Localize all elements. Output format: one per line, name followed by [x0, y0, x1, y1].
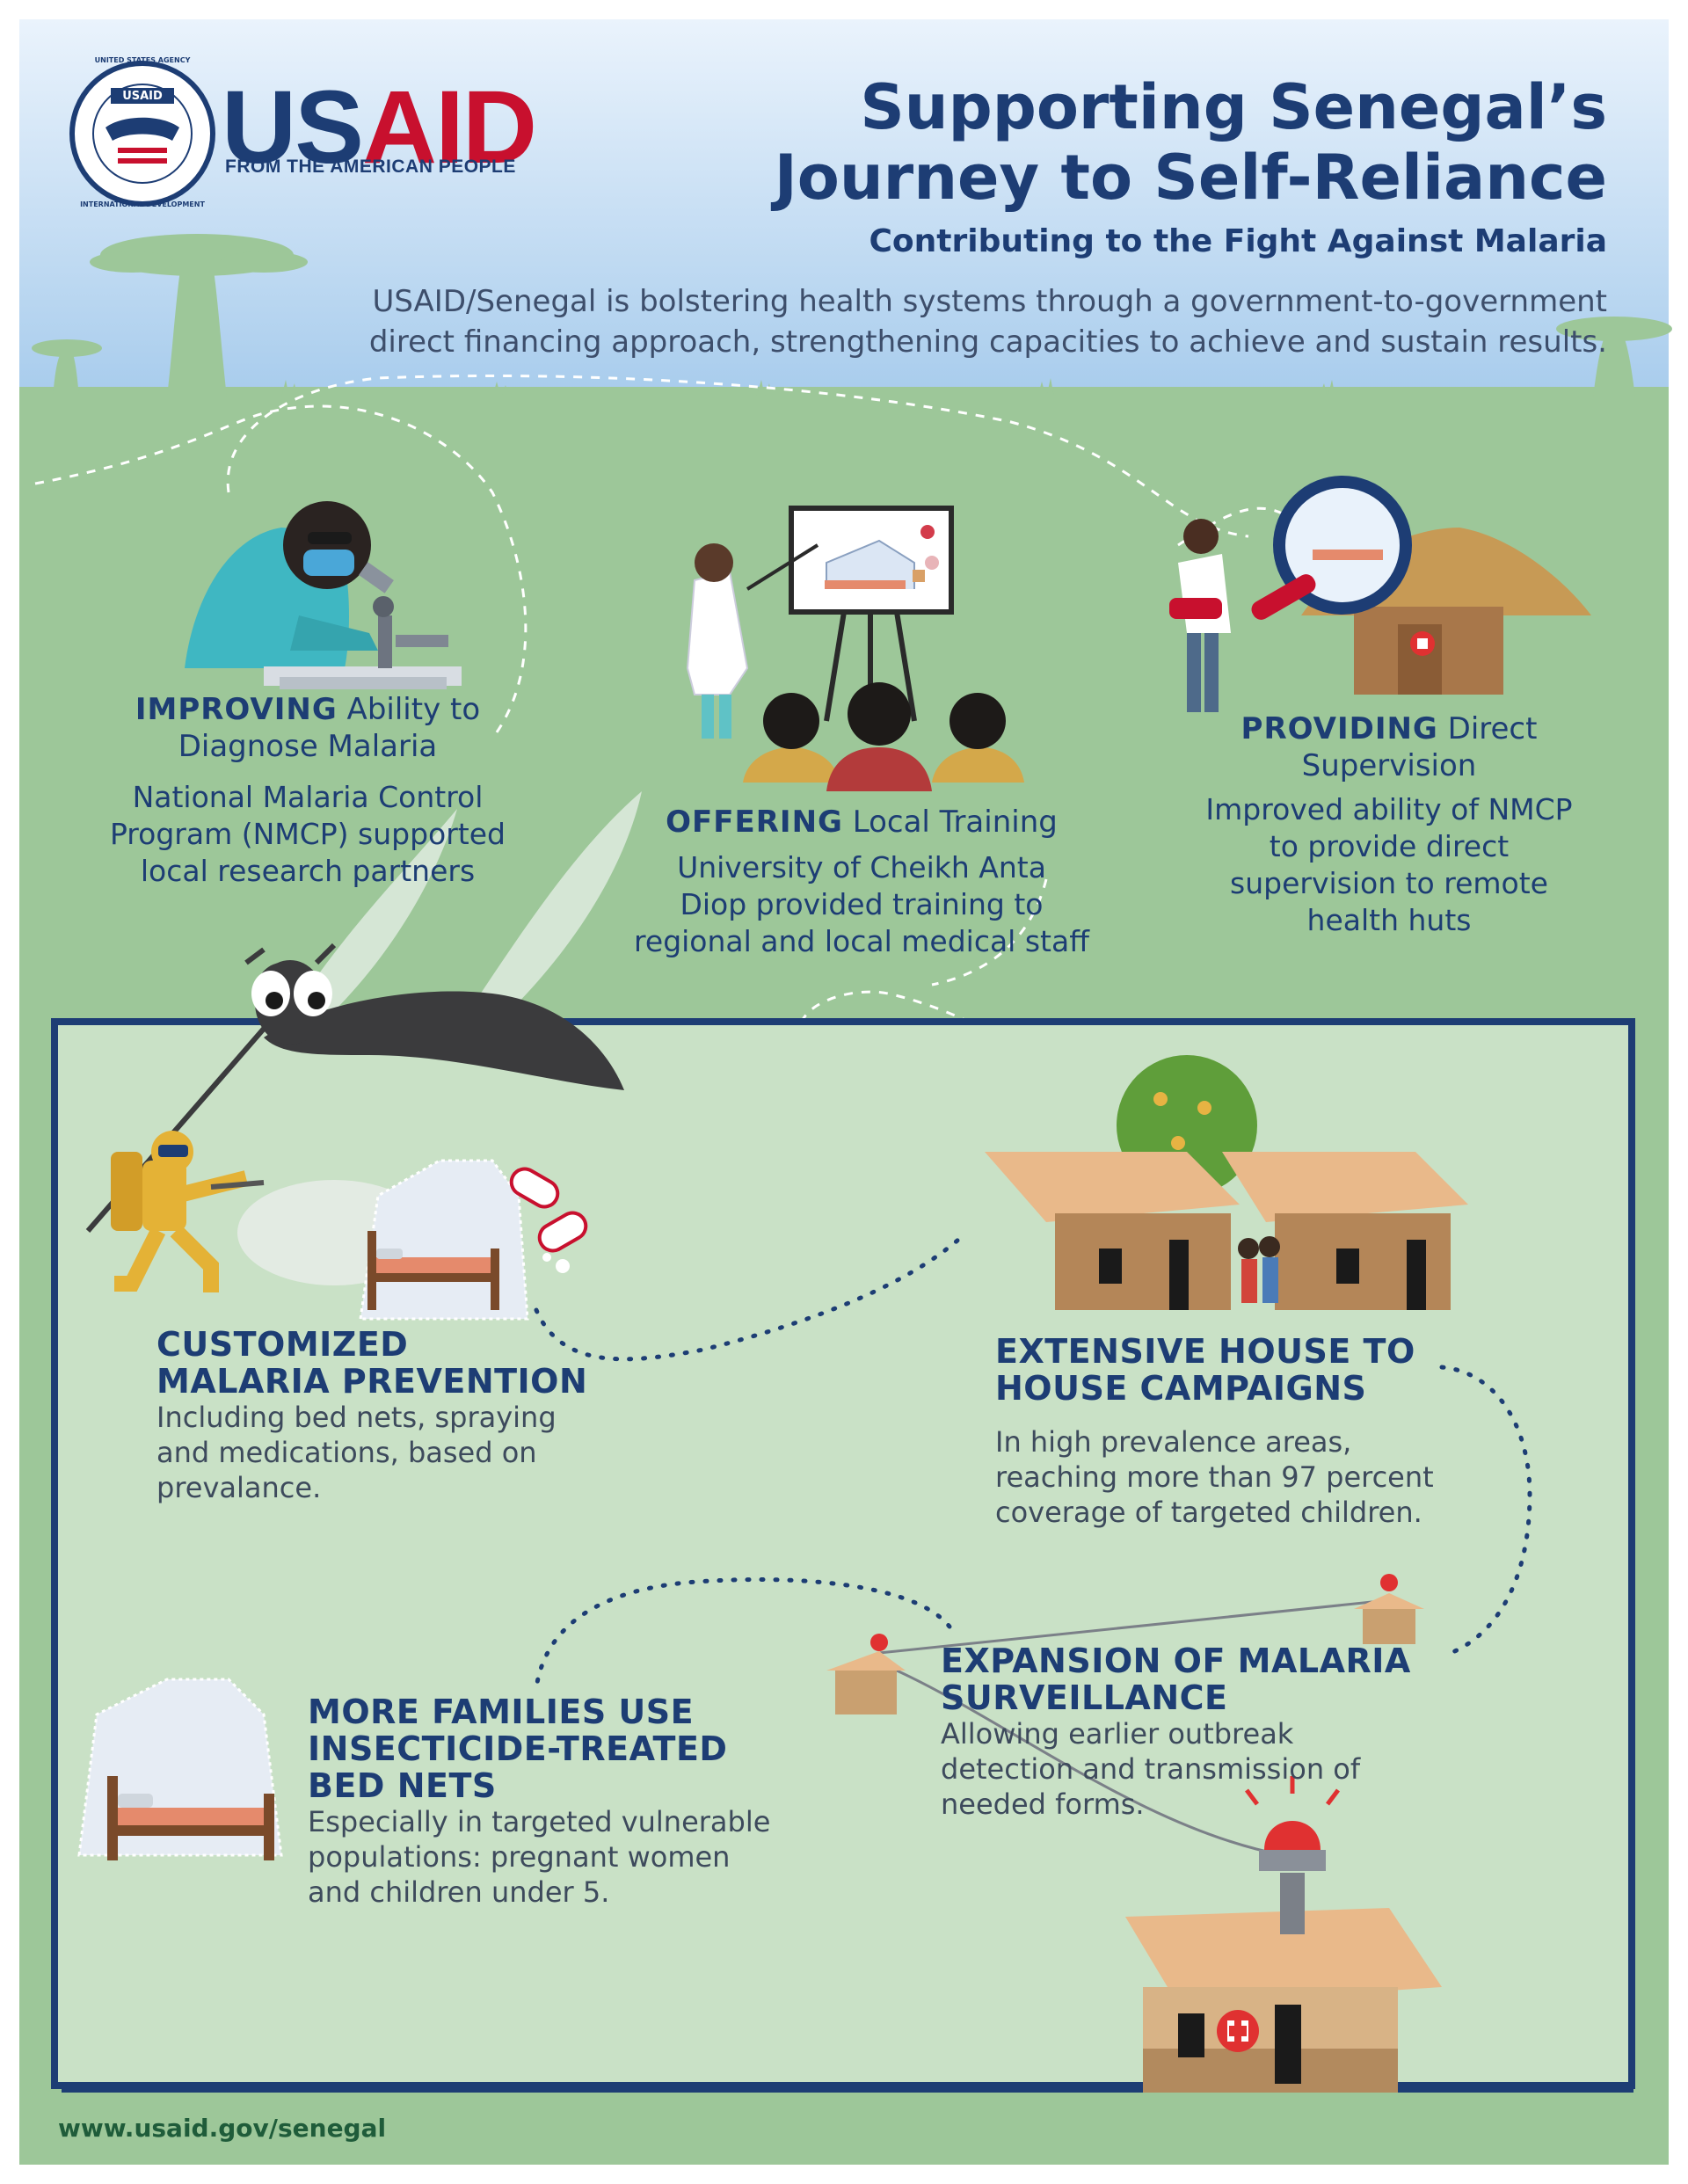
item-keyword: PROVIDING	[1241, 711, 1438, 746]
whiteboard-training-illustration	[686, 506, 1024, 791]
connector-dotted	[534, 1237, 961, 1362]
bed-net-icon	[359, 1159, 529, 1321]
seal-top-text: UNITED STATES AGENCY	[94, 56, 191, 64]
health-post-icon	[1125, 1776, 1442, 2093]
baobab-tree-icon	[1556, 317, 1672, 397]
connector-dotted	[1439, 1365, 1532, 1656]
usaid-seal-icon	[69, 61, 215, 207]
top-item-offering: OFFERING Local Training University of Ch…	[634, 804, 1089, 958]
panel-item-campaigns: EXTENSIVE HOUSE TO HOUSE CAMPAIGNS In hi…	[995, 1332, 1434, 1529]
microscope-scientist-illustration	[185, 501, 462, 689]
page-subtitle: Contributing to the Fight Against Malari…	[869, 223, 1608, 259]
flight-path-dashed	[34, 374, 1303, 1109]
seal-center-label: USAID	[122, 90, 163, 103]
mosquito-icon	[85, 943, 624, 1233]
logo-tagline: FROM THE AMERICAN PEOPLE	[225, 157, 516, 177]
sky-background	[19, 19, 1669, 406]
baobab-tree-icon	[32, 234, 308, 397]
panel-item-prevention: CUSTOMIZED MALARIA PREVENTION Including …	[156, 1325, 588, 1504]
supervision-illustration	[1169, 476, 1591, 712]
panel-item-bed-nets: MORE FAMILIES USE INSECTICIDE-TREATED BE…	[308, 1693, 771, 1909]
page-title: Supporting Senegal’s Journey to Self-Rel…	[774, 71, 1607, 214]
house-icon	[985, 1055, 1468, 1310]
logo-aid: AID	[361, 69, 537, 186]
footer-url-link[interactable]: www.usaid.gov/senegal	[58, 2114, 387, 2143]
intro-paragraph: USAID/Senegal is bolstering health syste…	[368, 284, 1607, 360]
seal-bottom-text: INTERNATIONAL DEVELOPMENT	[80, 200, 205, 208]
panel-item-surveillance: EXPANSION OF MALARIA SURVEILLANCE Allowi…	[941, 1642, 1411, 1821]
bed-net-icon	[77, 1678, 283, 1860]
item-keyword: IMPROVING	[135, 692, 338, 727]
top-item-providing: PROVIDING Direct Supervision Improved ab…	[1205, 711, 1573, 937]
pill-icon	[509, 1167, 588, 1273]
alarm-light-icon	[826, 1574, 1424, 1857]
connector-dotted	[534, 1577, 952, 1691]
logo-us: US	[222, 69, 364, 186]
mosquito-icon	[299, 791, 642, 1011]
usaid-logo-wordmark: USAID	[222, 76, 537, 179]
top-item-improving: IMPROVING Ability to Diagnose Malaria Na…	[109, 692, 506, 888]
item-keyword: OFFERING	[666, 804, 843, 840]
